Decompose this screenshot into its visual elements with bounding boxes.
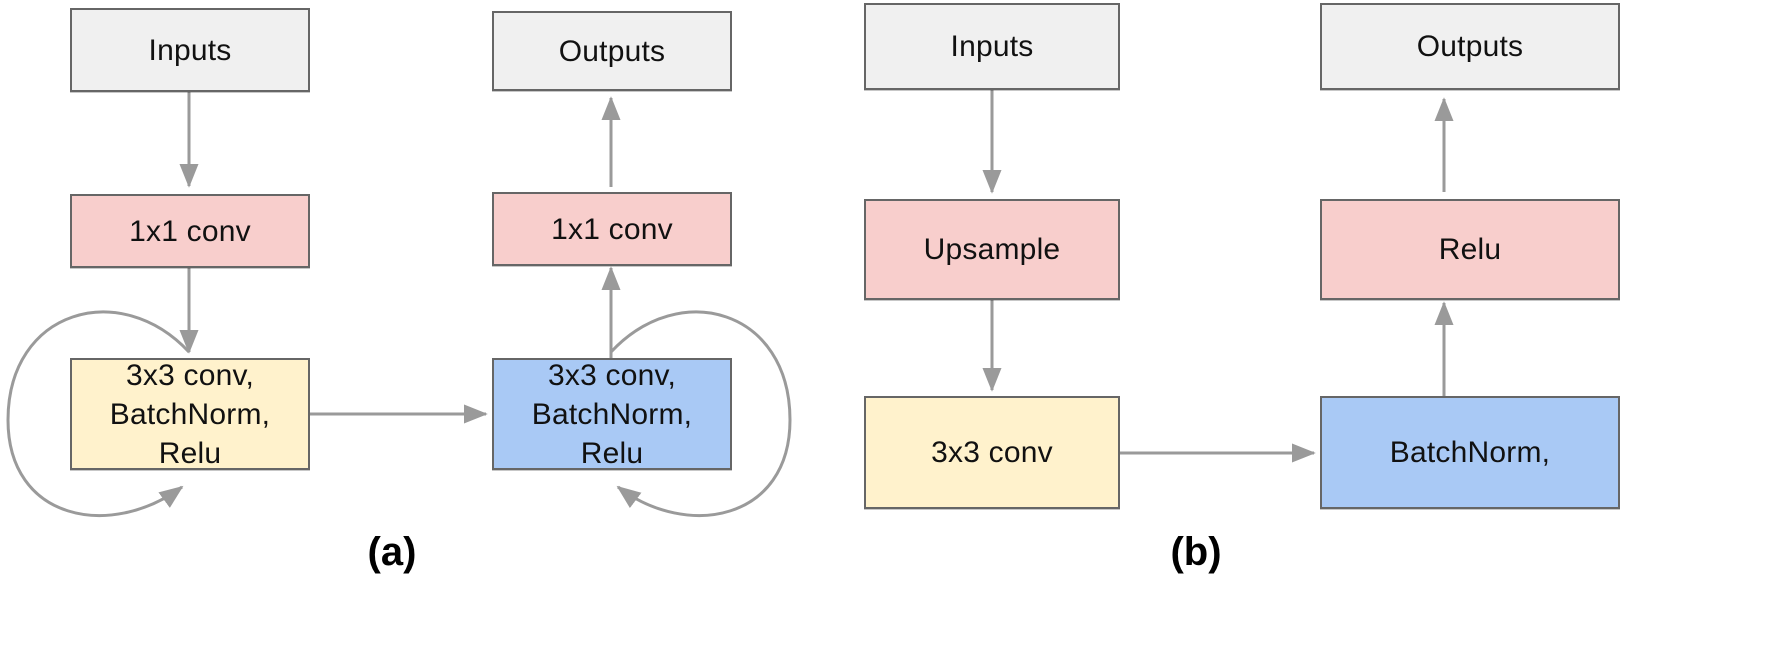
node-a-inputs[interactable]: Inputs [70, 8, 310, 92]
panel-label-a: (a) [367, 530, 417, 574]
node-a-block-left-label: 3x3 conv, BatchNorm, Relu [109, 358, 271, 470]
node-b-batchnorm-label: BatchNorm, [1389, 436, 1551, 469]
node-b-upsample-label: Upsample [923, 233, 1061, 266]
node-b-outputs[interactable]: Outputs [1320, 3, 1620, 90]
node-a-conv1x1-left-label: 1x1 conv [129, 214, 251, 248]
node-b-batchnorm[interactable]: BatchNorm, [1320, 396, 1620, 509]
node-a-conv1x1-right-label: 1x1 conv [551, 212, 673, 246]
node-a-outputs[interactable]: Outputs [492, 11, 732, 91]
node-b-inputs-label: Inputs [950, 30, 1034, 63]
node-a-block-right-label: 3x3 conv, BatchNorm, Relu [531, 358, 693, 470]
edge-a-left-skip-loop [6, 310, 191, 517]
panel-label-b: (b) [1170, 530, 1222, 574]
node-b-relu[interactable]: Relu [1320, 199, 1620, 300]
node-b-relu-label: Relu [1438, 233, 1502, 266]
node-a-inputs-label: Inputs [148, 33, 232, 67]
node-b-conv3x3[interactable]: 3x3 conv [864, 396, 1120, 509]
node-a-conv1x1-right[interactable]: 1x1 conv [492, 192, 732, 266]
node-b-conv3x3-label: 3x3 conv [931, 436, 1053, 469]
edge-a-right-skip-loop [609, 310, 792, 517]
node-b-outputs-label: Outputs [1416, 30, 1524, 63]
node-a-conv1x1-left[interactable]: 1x1 conv [70, 194, 310, 268]
node-a-block-right[interactable]: 3x3 conv, BatchNorm, Relu [492, 358, 732, 470]
node-b-inputs[interactable]: Inputs [864, 3, 1120, 90]
node-a-block-left[interactable]: 3x3 conv, BatchNorm, Relu [70, 358, 310, 470]
node-a-outputs-label: Outputs [558, 34, 666, 68]
node-b-upsample[interactable]: Upsample [864, 199, 1120, 300]
